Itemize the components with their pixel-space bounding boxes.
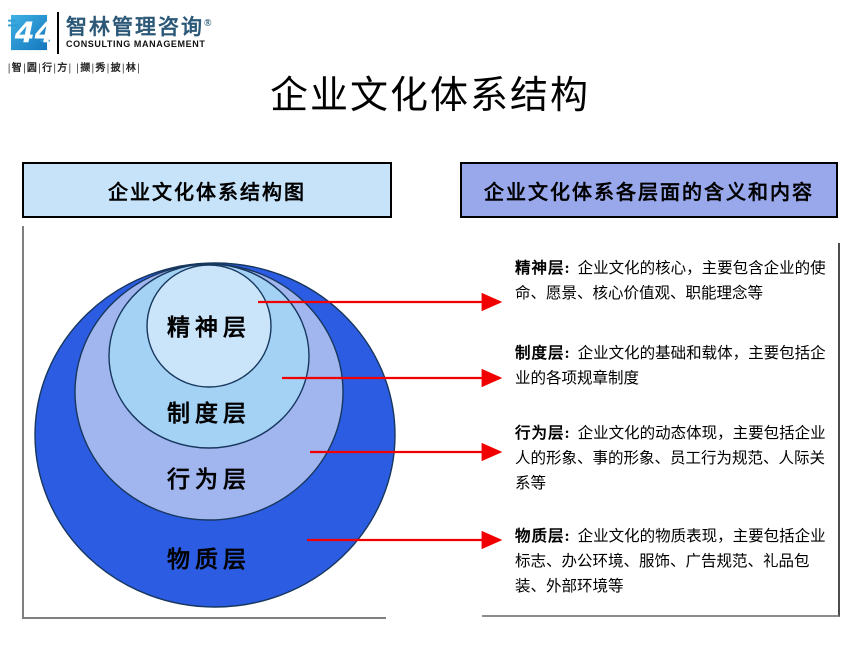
registered-mark: ® <box>204 18 214 30</box>
annotation-term: 制度层: <box>515 345 571 362</box>
annotation-desc: 企业文化的动态体现，主要包括企业人的形象、事的形象、员工行为规范、人际关系等 <box>515 425 826 492</box>
logo-glyph: 44 <box>14 17 50 50</box>
circle-spirit-layer <box>146 264 272 388</box>
annotation-term: 精神层: <box>515 260 571 277</box>
annotation-term: 物质层: <box>515 528 571 545</box>
annotation-desc: 企业文化的基础和载体，主要包括企业的各项规章制度 <box>515 345 826 387</box>
annotation-desc: 企业文化的物质表现，主要包括企业标志、办公环境、服饰、广告规范、礼品包装、外部环… <box>515 528 826 595</box>
label-spirit-layer: 精神层 <box>167 314 251 340</box>
right-panel-header: 企业文化体系各层面的含义和内容 <box>460 162 838 218</box>
left-panel-frame <box>22 226 386 619</box>
annotation-system-layer: 制度层:企业文化的基础和载体，主要包括企业的各项规章制度 <box>515 341 839 391</box>
label-material-layer: 物质层 <box>167 546 251 572</box>
company-logo-icon: 44 <box>8 14 50 51</box>
annotation-material-layer: 物质层:企业文化的物质表现，主要包括企业标志、办公环境、服饰、广告规范、礼品包装… <box>515 524 839 599</box>
label-system-layer: 制度层 <box>167 400 251 426</box>
brand-tagline: |智|圆|行|方| |撷|秀|披|林| <box>8 63 142 74</box>
page-title: 企业文化体系结构 <box>269 75 590 117</box>
annotation-desc: 企业文化的核心，主要包含企业的使命、愿景、核心价值观、职能理念等 <box>515 260 826 302</box>
brand-name-en: CONSULTING MANAGEMENT <box>66 39 206 50</box>
right-panel-frame <box>482 243 840 617</box>
logo-block: 44 智林管理咨询® CONSULTING MANAGEMENT |智|圆|行|… <box>8 12 238 74</box>
annotation-spirit-layer: 精神层:企业文化的核心，主要包含企业的使命、愿景、核心价值观、职能理念等 <box>515 256 839 306</box>
annotation-behavior-layer: 行为层:企业文化的动态体现，主要包括企业人的形象、事的形象、员工行为规范、人际关… <box>515 421 839 496</box>
label-behavior-layer: 行为层 <box>166 466 251 492</box>
culture-layers-diagram: 精神层 制度层 行为层 物质层 <box>34 262 503 608</box>
annotation-term: 行为层: <box>515 425 571 442</box>
logo-divider <box>57 12 59 54</box>
left-panel-header: 企业文化体系结构图 <box>22 162 392 218</box>
brand-name-cn: 智林管理咨询® <box>66 15 214 40</box>
